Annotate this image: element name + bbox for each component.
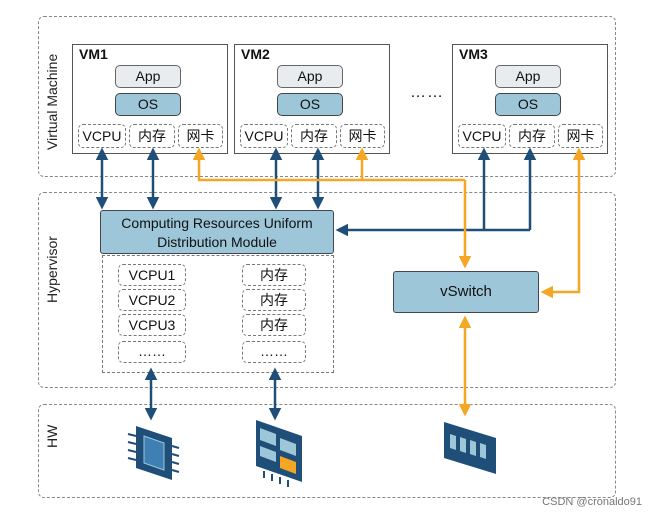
pool-vcpu2: VCPU2 <box>118 289 186 311</box>
vm1-os: OS <box>115 93 181 116</box>
hw-band <box>38 404 616 498</box>
pool-vcpu-more: …… <box>118 341 186 363</box>
vm2-os: OS <box>277 93 343 116</box>
cpu-chip-icon <box>127 426 180 480</box>
resource-pool <box>102 255 334 373</box>
vm2-memory: 内存 <box>291 124 337 148</box>
computing-resources-module: Computing Resources Uniform Distribution… <box>100 210 334 254</box>
hypervisor-band <box>38 192 616 388</box>
vm3-title: VM3 <box>459 46 488 62</box>
vm1-memory: 内存 <box>129 124 175 148</box>
network-card-icon <box>444 422 496 474</box>
vm2-title: VM2 <box>241 46 270 62</box>
vm3-app: App <box>495 65 561 88</box>
vm2-nic: 网卡 <box>340 124 385 148</box>
vm2-vcpu: VCPU <box>240 124 288 148</box>
pool-vcpu3: VCPU3 <box>118 314 186 336</box>
module-line1: Computing Resources Uniform <box>121 215 313 231</box>
vswitch-box: vSwitch <box>393 271 539 313</box>
vm-ellipsis: …… <box>410 84 444 101</box>
vm3-nic-link <box>540 147 586 299</box>
pool-mem2: 内存 <box>242 289 306 311</box>
vm3-nic: 网卡 <box>558 124 603 148</box>
vm1-app: App <box>115 65 181 88</box>
pool-vcpu1: VCPU1 <box>118 264 186 286</box>
pool-mem1: 内存 <box>242 264 306 286</box>
vm3-os: OS <box>495 93 561 116</box>
vswitch-label: vSwitch <box>440 283 492 300</box>
vm3-box: VM3 App OS VCPU 内存 网卡 <box>452 44 608 154</box>
module-line2: Distribution Module <box>157 234 277 250</box>
watermark: CSDN @cronaldo91 <box>542 496 642 508</box>
vm2-box: VM2 App OS VCPU 内存 网卡 <box>234 44 390 154</box>
vm1-nic-link <box>192 147 465 182</box>
vm3-vcpu: VCPU <box>458 124 506 148</box>
vm2-app: App <box>277 65 343 88</box>
pool-mem3: 内存 <box>242 314 306 336</box>
memory-board-icon <box>256 420 302 487</box>
vm1-box: VM1 App OS VCPU 内存 网卡 <box>72 44 228 154</box>
vm1-nic: 网卡 <box>178 124 223 148</box>
virtual-machine-band <box>38 16 616 177</box>
vm1-title: VM1 <box>79 46 108 62</box>
pool-mem-more: …… <box>242 341 306 363</box>
